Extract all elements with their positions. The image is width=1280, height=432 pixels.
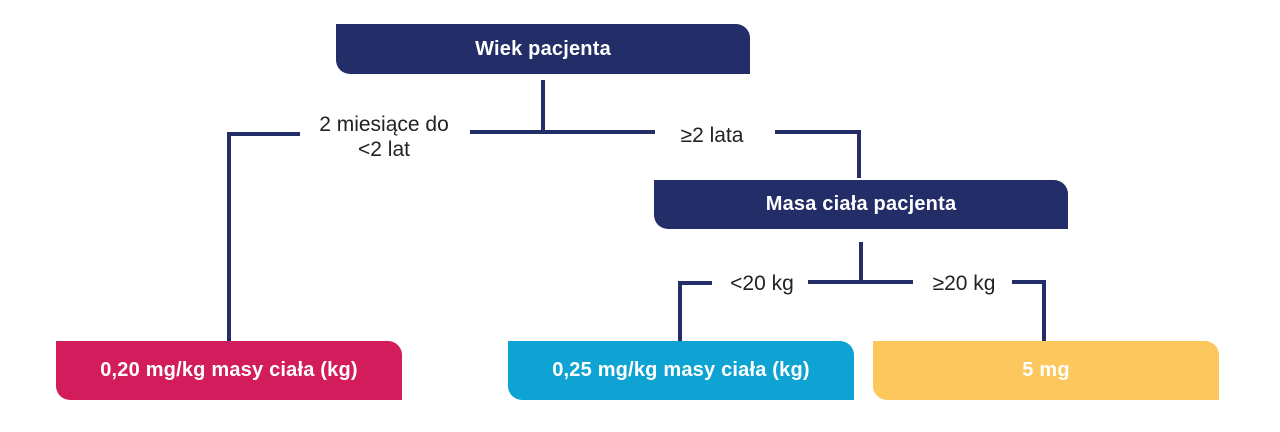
node-patient-age-label: Wiek pacjenta [475,37,611,60]
edge-label-under-20kg: <20 kg [716,271,808,296]
node-patient-weight-label: Masa ciała pacjenta [765,193,957,215]
result-dose-light: 0,25 mg/kg masy ciała (kg) [508,341,854,400]
connector-heavy-branch [861,280,1046,343]
connector-old-branch [543,130,861,178]
result-dose-young-label: 0,20 mg/kg masy ciała (kg) [100,359,358,381]
node-patient-age: Wiek pacjenta [336,24,750,74]
edge-label-2-months-to-2-years: 2 miesiące do <2 lat [300,112,468,162]
result-dose-young: 0,20 mg/kg masy ciała (kg) [56,341,402,400]
result-dose-heavy-label: 5 mg [1022,359,1070,381]
edge-label-20kg-plus: ≥20 kg [916,271,1012,296]
connector-young-branch [227,130,543,343]
node-patient-weight: Masa ciała pacjenta [654,180,1068,229]
connector-light-branch [678,280,861,343]
edge-label-young-line2: <2 lat [358,138,410,161]
edge-label-young-line1: 2 miesiące do [319,113,449,136]
edge-label-2-years-plus: ≥2 lata [662,123,762,148]
result-dose-light-label: 0,25 mg/kg masy ciała (kg) [552,359,810,381]
result-dose-heavy: 5 mg [873,341,1219,400]
